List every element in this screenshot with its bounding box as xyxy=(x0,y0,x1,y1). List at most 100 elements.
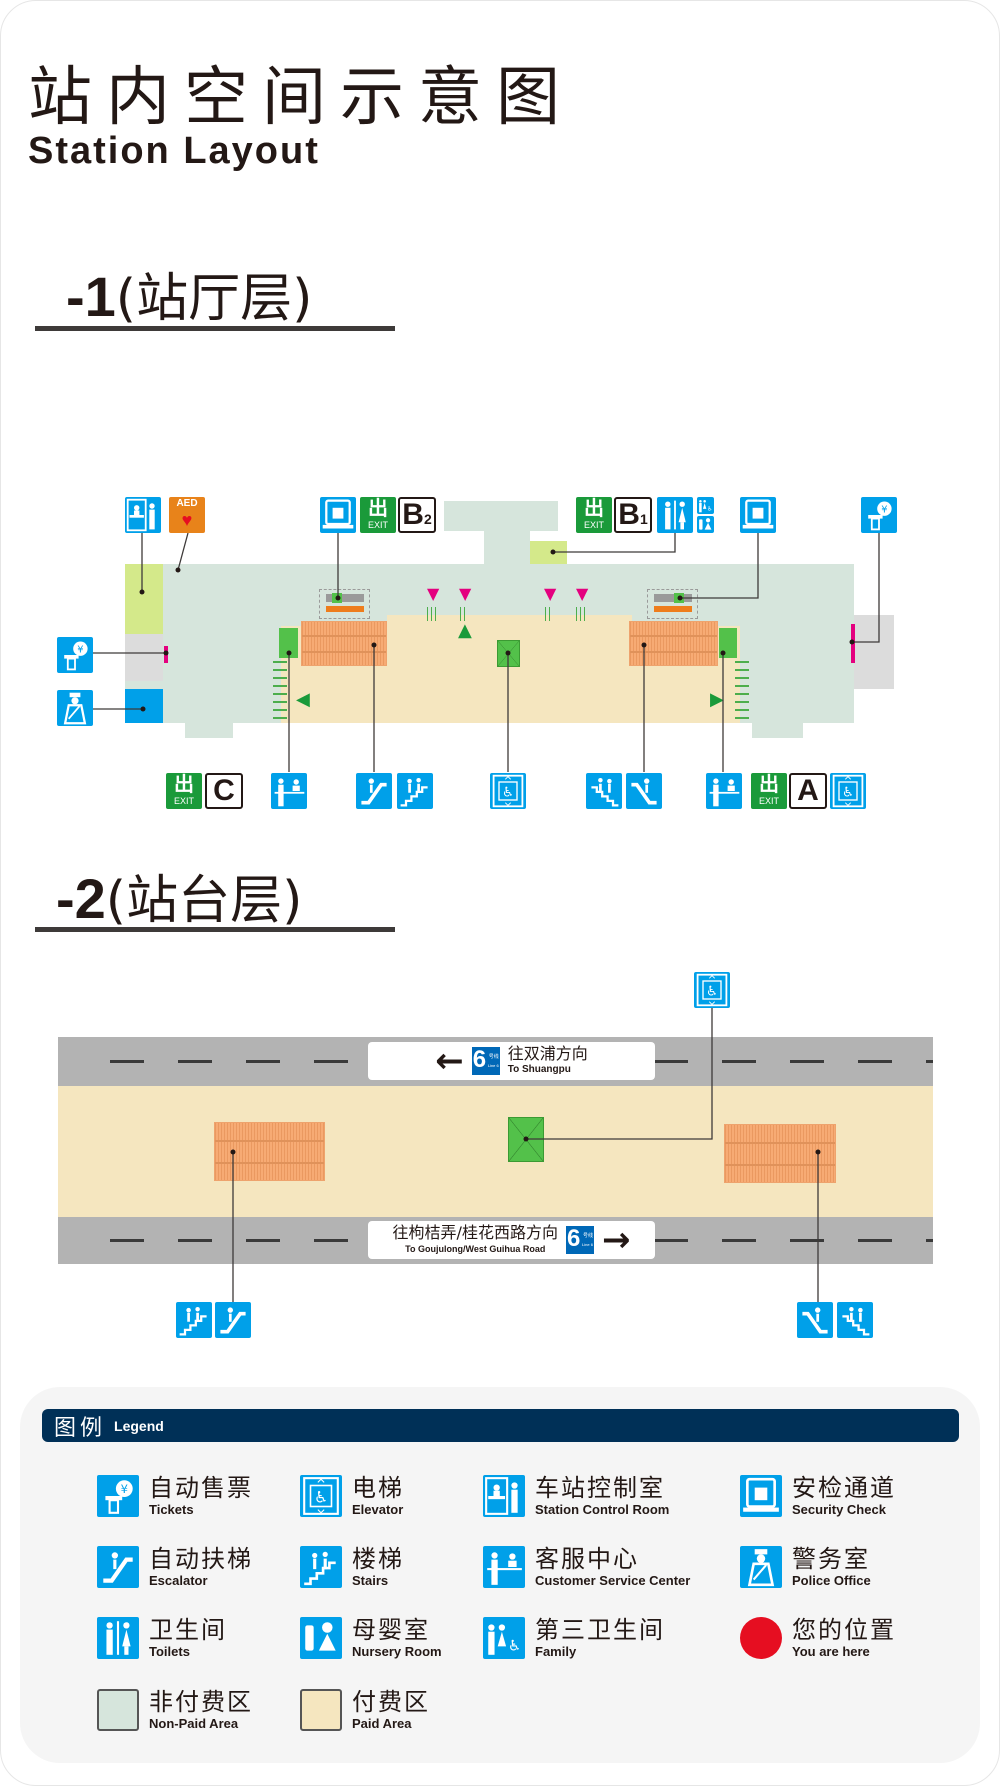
stairs-icon xyxy=(176,1302,212,1338)
ticket-icon xyxy=(57,637,93,673)
control-room-icon xyxy=(483,1475,525,1517)
escalator-icon xyxy=(97,1546,139,1588)
toilet-icon xyxy=(657,497,693,533)
elevator-right xyxy=(719,628,737,658)
ticket-machine-right xyxy=(851,624,855,663)
security-check-right xyxy=(647,589,698,619)
exit-b1-label: B1 xyxy=(614,497,652,533)
aed-label: AED xyxy=(176,498,198,509)
elevator-icon xyxy=(830,773,866,809)
exit-arrow-icon: ▶ xyxy=(710,689,724,710)
stairs-icon xyxy=(837,1302,873,1338)
floor-number: -2 xyxy=(56,867,106,930)
exit-arrow-icon: ◀ xyxy=(296,689,310,710)
security-check-icon xyxy=(740,1475,782,1517)
exit-a-label: A xyxy=(789,773,827,809)
legend-title-zh: 图例 xyxy=(54,1415,107,1441)
ticket-machine-area-right xyxy=(854,615,894,689)
toilet-area xyxy=(530,541,567,564)
customer-service-icon xyxy=(271,773,307,809)
fare-gate xyxy=(576,607,588,621)
direction-zh: 往枸桔弄/桂花西路方向 xyxy=(392,1223,558,1242)
ticket-icon xyxy=(97,1475,139,1517)
platform-escalator-right xyxy=(724,1124,836,1183)
legend-title-en: Legend xyxy=(114,1417,164,1434)
page-title-zh: 站内空间示意图 xyxy=(28,61,574,135)
security-check-icon xyxy=(740,497,776,533)
exit-arrow-icon: ▲ xyxy=(458,620,472,641)
family-toilet-icon xyxy=(697,497,714,514)
floor-platform-title: -2(站台层) xyxy=(56,858,302,933)
non-paid-swatch xyxy=(97,1689,139,1731)
elevator-icon xyxy=(300,1475,342,1517)
escalator-icon xyxy=(356,773,392,809)
direction-sign-goujulong: 往枸桔弄/桂花西路方向 To Goujulong/West Guihua Road… xyxy=(368,1221,655,1259)
non-paid-stem xyxy=(484,530,530,564)
floor-underline xyxy=(35,326,395,331)
nursery-icon xyxy=(300,1617,342,1659)
elevator-icon xyxy=(694,972,730,1008)
non-paid-foot-left xyxy=(185,723,233,738)
fare-gate xyxy=(460,607,468,621)
direction-en: To Shuangpu xyxy=(507,1064,571,1075)
floor-name: (站台层) xyxy=(105,871,303,931)
you-are-here-icon xyxy=(740,1617,782,1659)
fare-gate xyxy=(427,607,439,621)
stairs-icon xyxy=(586,773,622,809)
elevator-left xyxy=(279,628,298,658)
entry-arrow-icon: ▼ xyxy=(576,584,589,603)
arrow-right-icon: → xyxy=(601,1220,631,1260)
paid-area-top xyxy=(387,615,632,627)
non-paid-foot-right xyxy=(752,723,803,738)
fare-gate-left xyxy=(273,661,287,720)
elevator-icon xyxy=(490,773,526,809)
control-room-icon xyxy=(125,497,161,533)
escalator-icon xyxy=(215,1302,251,1338)
entry-arrow-icon: ▼ xyxy=(544,584,557,603)
police-icon xyxy=(740,1546,782,1588)
platform-elevator xyxy=(508,1117,544,1162)
elevator-center xyxy=(497,640,520,667)
floor-number: -1 xyxy=(66,265,116,328)
paid-swatch xyxy=(300,1689,342,1731)
police-icon xyxy=(57,690,93,726)
customer-service-icon xyxy=(706,773,742,809)
floor-concourse-title: -1(站厅层) xyxy=(66,256,312,331)
escalator-right xyxy=(629,621,718,666)
escalator-left xyxy=(301,621,387,666)
ticket-machine-area-left xyxy=(125,634,163,681)
escalator-icon xyxy=(626,773,662,809)
security-check-left xyxy=(319,589,370,619)
nursery-icon xyxy=(697,516,714,533)
direction-zh: 往双浦方向 xyxy=(507,1044,588,1063)
exit-b2-label: B2 xyxy=(398,497,436,533)
floor-name: (站厅层) xyxy=(115,269,313,329)
floor-underline xyxy=(35,927,395,932)
direction-en: To Goujulong/West Guihua Road xyxy=(405,1244,546,1254)
ticket-icon xyxy=(861,497,897,533)
toilet-icon xyxy=(97,1617,139,1659)
stairs-icon xyxy=(300,1546,342,1588)
customer-service-icon xyxy=(483,1546,525,1588)
fare-gate xyxy=(545,607,553,621)
platform-escalator-left xyxy=(214,1122,325,1181)
exit-c-label: C xyxy=(205,773,243,809)
escalator-icon xyxy=(797,1302,833,1338)
stairs-icon xyxy=(397,773,433,809)
